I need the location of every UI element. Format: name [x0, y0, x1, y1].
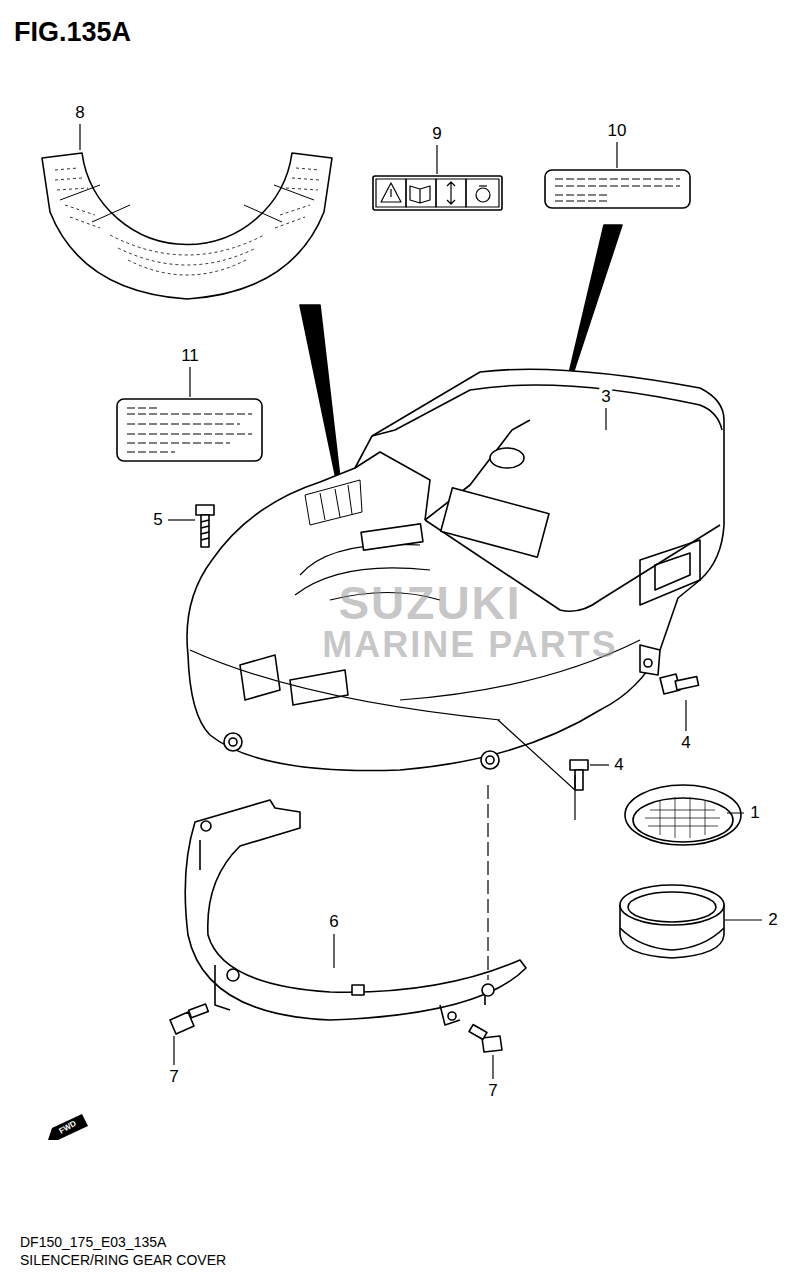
illustration-part: [628, 892, 716, 922]
illustration-part: [189, 1004, 209, 1018]
cover-vent: [640, 540, 700, 605]
illustration-part: [110, 235, 264, 275]
illustration-part: [482, 1036, 502, 1052]
illustration-part: [79, 124, 80, 150]
illustration-part: [410, 186, 430, 203]
illustration-part: [448, 1012, 456, 1020]
illustration-part: [196, 505, 214, 515]
illustration-part: [605, 408, 606, 430]
ring-label-8: [42, 153, 332, 299]
illustration-part: [575, 770, 583, 790]
illustration-part: [479, 185, 487, 186]
warning-icons: [376, 179, 499, 207]
bolt-7b: [469, 1025, 502, 1052]
illustration-part: [229, 738, 237, 746]
mount-ear: [224, 733, 242, 751]
fwd-arrow: [48, 1114, 88, 1140]
ring-tab: [352, 985, 364, 995]
silencer-cover-3: [187, 369, 724, 770]
illustration-part: [55, 168, 320, 190]
sticker-10-lines: [555, 179, 680, 201]
illustration-part: [466, 179, 499, 207]
illustration-part: [201, 520, 209, 540]
ring-label-8-divider: [60, 185, 314, 222]
ring-gear-cover-6: [185, 800, 526, 1020]
illustration-part: [42, 153, 741, 1052]
illustration-part: [189, 367, 190, 397]
filter-mesh: [645, 797, 720, 838]
illustration-part: [725, 919, 762, 920]
illustration-part: [227, 969, 239, 981]
ring-label-8-hatch: [55, 168, 320, 275]
leader-lines: [80, 124, 762, 1079]
illustration-part: [675, 677, 698, 690]
bolt-4a: [660, 674, 699, 694]
illustration-part: [168, 519, 195, 520]
callout-number: 4: [679, 734, 692, 753]
illustration-part: [487, 785, 488, 980]
cover-swirl: [190, 544, 640, 720]
illustration-part: [381, 183, 401, 202]
figure-title: FIG.135A: [14, 18, 131, 48]
illustration-part: [590, 764, 609, 765]
bolt-5: [196, 505, 214, 547]
warning-label-9: [373, 176, 502, 210]
watermark: MARINE PARTS: [322, 625, 617, 665]
illustration-part: [644, 659, 652, 667]
illustration-part: [390, 189, 391, 197]
cover-top-plateau: [355, 452, 430, 520]
illustration-part: [492, 1055, 493, 1079]
filter-dome-1: [625, 785, 741, 845]
illustration-part: [482, 984, 494, 996]
bolt-4b: [570, 760, 588, 790]
callout-number: 1: [748, 804, 761, 823]
illustration-part: [436, 145, 437, 174]
callout-number: 3: [599, 388, 612, 407]
illustration-part: [685, 700, 686, 731]
ring-gear-cover-flange: [200, 840, 485, 1025]
illustration-part: [616, 142, 617, 168]
illustration-part: [333, 934, 334, 968]
cover-sticker: [361, 524, 423, 550]
illustration-part: [436, 179, 466, 207]
callout-number: 9: [430, 125, 443, 144]
illustration-part: [727, 812, 744, 813]
illustration-part: [469, 1025, 487, 1040]
illustration-part: [620, 928, 724, 950]
bolt-7a: [170, 1004, 208, 1034]
cover-boss: [490, 448, 524, 468]
callout-number: 6: [327, 913, 340, 932]
callout-number: 10: [606, 122, 629, 141]
illustration-part: [201, 515, 209, 547]
illustration-part: [173, 1036, 174, 1065]
illustration-part: [65, 205, 310, 228]
illustration-part: [620, 885, 724, 925]
callout-number: 7: [167, 1068, 180, 1087]
illustration-part: [376, 179, 406, 207]
illustration-part: [498, 720, 575, 820]
illustration-part: [201, 821, 211, 831]
drawing-code: DF150_175_E03_135A: [20, 1235, 166, 1250]
illustration-part: [447, 182, 455, 204]
mount-ear: [481, 751, 499, 769]
callout-number: 4: [612, 756, 625, 775]
illustration-part: [633, 798, 733, 842]
illustration-part: [476, 188, 490, 202]
callout-number: 8: [73, 104, 86, 123]
sticker-11-lines: [127, 408, 252, 452]
illustration-part: [406, 179, 436, 207]
cover-window: [441, 488, 549, 557]
watermark: SUZUKI: [338, 578, 521, 629]
label-sticker-11: [117, 399, 262, 461]
callout-number: 11: [179, 347, 201, 366]
illustration-part: [570, 760, 588, 770]
label-sticker-10: [545, 170, 690, 208]
illustration-part: [486, 756, 494, 764]
figure-caption: SILENCER/RING GEAR COVER: [20, 1253, 226, 1268]
callout-number: 7: [486, 1082, 499, 1101]
callout-number: 5: [151, 511, 164, 530]
cover-grille: [305, 480, 362, 525]
callout-number: 2: [766, 911, 779, 930]
mount-ear: [640, 645, 660, 675]
